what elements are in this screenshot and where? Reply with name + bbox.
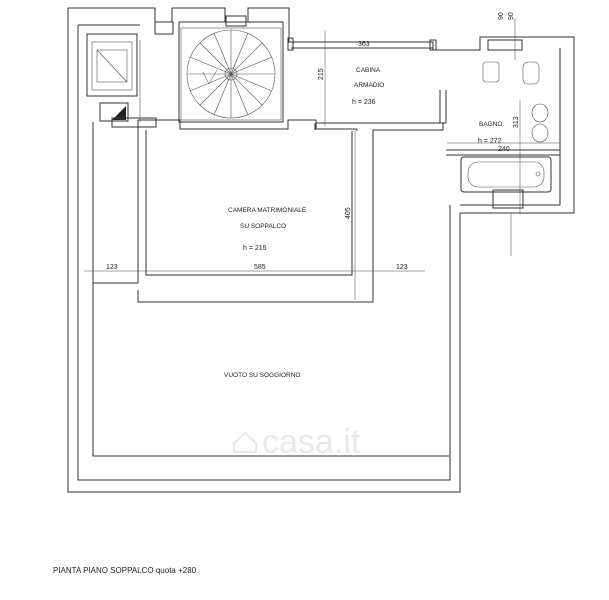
dim-opening-width: 585	[254, 264, 266, 271]
bedroom-platform	[92, 119, 449, 457]
dim-bath-depth: 313	[513, 116, 520, 128]
bathroom-fixtures	[460, 39, 552, 209]
dim-closet-depth: 215	[318, 68, 325, 80]
closet-height-label: h = 236	[352, 99, 376, 106]
void-label: VUOTO SU SOGGIORNO	[224, 372, 300, 379]
closet-label-2: ARMADIO	[354, 82, 384, 89]
bath-label: BAGNO	[479, 121, 502, 128]
outer-walls	[67, 7, 575, 493]
watermark: casa.it	[233, 423, 361, 461]
spiral-stair	[154, 15, 284, 123]
plan-caption: PIANTA PIANO SOPPALCO quota +280	[53, 566, 197, 575]
dim-top-90-b: 90	[508, 12, 515, 20]
dimension-labels: 363 215 90 90 313 240 405 123 585 123	[106, 12, 520, 271]
dim-right-setback: 123	[396, 264, 408, 271]
closet-label-1: CABINA	[356, 67, 381, 74]
bedroom-label-2: SU SOPPALCO	[240, 223, 286, 230]
dim-left-setback: 123	[106, 264, 118, 271]
left-service-block	[86, 33, 157, 128]
dim-bedroom-depth: 405	[345, 207, 352, 219]
dim-bath-width: 240	[498, 146, 510, 153]
bedroom-label-1: CAMERA MATRIMONIALE	[228, 207, 307, 214]
dimension-lines	[84, 18, 560, 300]
partitions	[287, 37, 561, 156]
bath-height-label: h = 272	[478, 138, 502, 145]
room-labels: CABINA ARMADIO h = 236 BAGNO h = 272 CAM…	[224, 67, 502, 379]
bedroom-height-label: h = 215	[243, 245, 267, 252]
dim-closet-width: 363	[358, 41, 370, 48]
watermark-text: casa.it	[262, 423, 361, 461]
dim-top-90-a: 90	[498, 12, 505, 20]
